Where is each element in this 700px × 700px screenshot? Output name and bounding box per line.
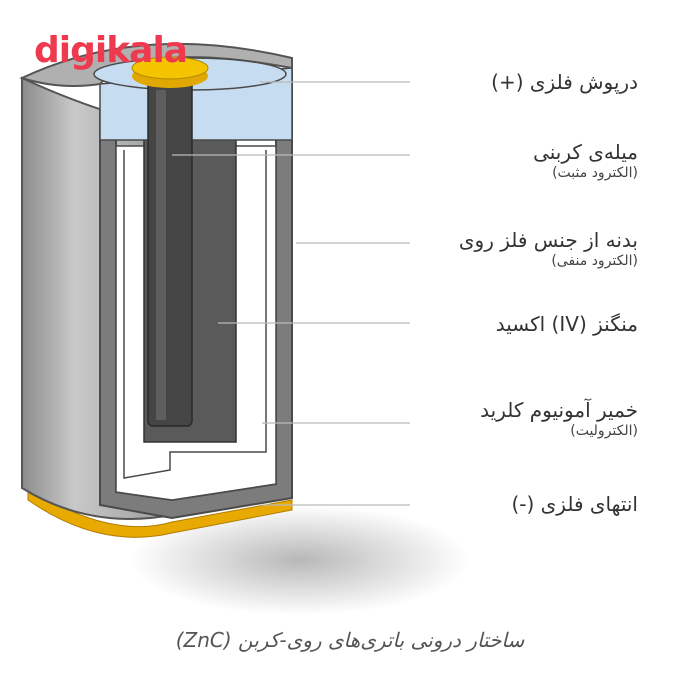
label-carbon-rod-sub: (الکترود مثبت) <box>552 165 638 181</box>
diagram-caption: ساختار درونی باتری‌های روی-کربن (ZnC) <box>175 628 525 652</box>
label-electrolyte-sub: (الکترولیت) <box>570 423 638 439</box>
label-zinc-body-sub: (الکترود منفی) <box>551 253 638 269</box>
label-mno2-text: منگنز (IV) اکسید <box>495 312 638 336</box>
carbon-rod <box>147 79 193 427</box>
label-carbon-rod: میله‌ی کربنی (الکترود مثبت) <box>533 140 638 182</box>
label-bottom-end: انتهای فلزی (-) <box>511 492 638 516</box>
bottom-metal-end <box>27 487 293 538</box>
leader-lines <box>172 81 410 506</box>
label-carbon-rod-text: میله‌ی کربنی <box>533 140 638 164</box>
digikala-logo: digikala <box>34 30 188 71</box>
label-electrolyte-text: خمیر آمونیوم کلرید <box>480 398 638 422</box>
label-metal-cap: درپوش فلزی (+) <box>491 70 638 94</box>
label-electrolyte: خمیر آمونیوم کلرید (الکترولیت) <box>480 398 638 440</box>
floor-shadow <box>130 505 470 615</box>
label-metal-cap-text: درپوش فلزی (+) <box>491 70 638 94</box>
label-zinc-body: بدنه از جنس فلز روی (الکترود منفی) <box>459 228 638 270</box>
label-zinc-body-text: بدنه از جنس فلز روی <box>458 228 638 252</box>
separator-line <box>123 150 267 479</box>
label-bottom-end-text: انتهای فلزی (-) <box>511 492 638 516</box>
label-mno2: منگنز (IV) اکسید <box>496 312 638 336</box>
carbon-rod-highlight <box>156 90 166 420</box>
metal-cap <box>131 56 209 80</box>
